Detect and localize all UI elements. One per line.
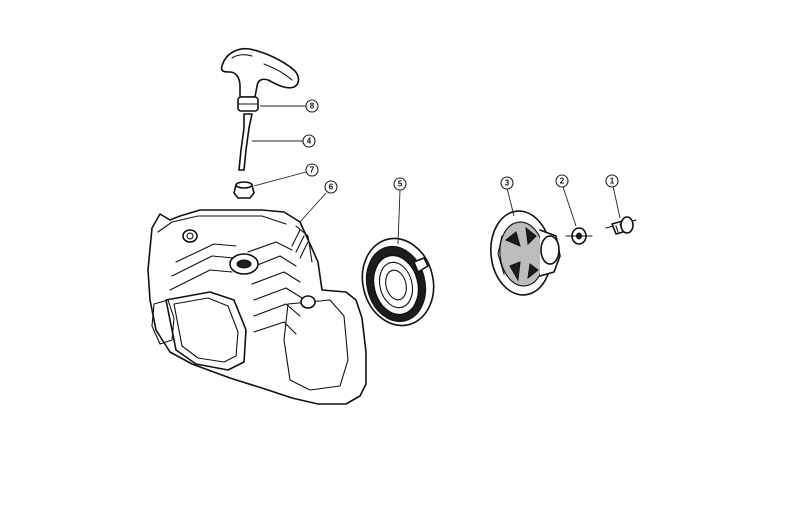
svg-text:6: 6 xyxy=(329,183,334,192)
washer-part xyxy=(565,227,593,245)
starter-handle-part xyxy=(220,48,300,112)
callout-5: 5 xyxy=(393,177,407,191)
starter-pulley-part xyxy=(490,210,561,296)
screw-part xyxy=(605,216,637,235)
svg-text:3: 3 xyxy=(505,179,510,188)
svg-text:4: 4 xyxy=(307,137,312,146)
rope-bushing-part xyxy=(233,181,255,199)
callout-7: 7 xyxy=(305,163,319,177)
starter-housing-part xyxy=(147,209,367,405)
starter-rope-part xyxy=(238,113,253,171)
callout-2: 2 xyxy=(555,174,569,188)
svg-text:1: 1 xyxy=(610,177,615,186)
callout-4: 4 xyxy=(302,134,316,148)
callout-1: 1 xyxy=(605,174,619,188)
svg-text:7: 7 xyxy=(310,166,315,175)
callout-3: 3 xyxy=(500,176,514,190)
callout-8: 8 xyxy=(305,99,319,113)
leader-lines xyxy=(252,105,621,245)
recoil-spring-part xyxy=(361,237,435,327)
callout-6: 6 xyxy=(324,180,338,194)
svg-text:8: 8 xyxy=(310,102,315,111)
svg-text:2: 2 xyxy=(560,177,565,186)
svg-text:5: 5 xyxy=(398,180,403,189)
